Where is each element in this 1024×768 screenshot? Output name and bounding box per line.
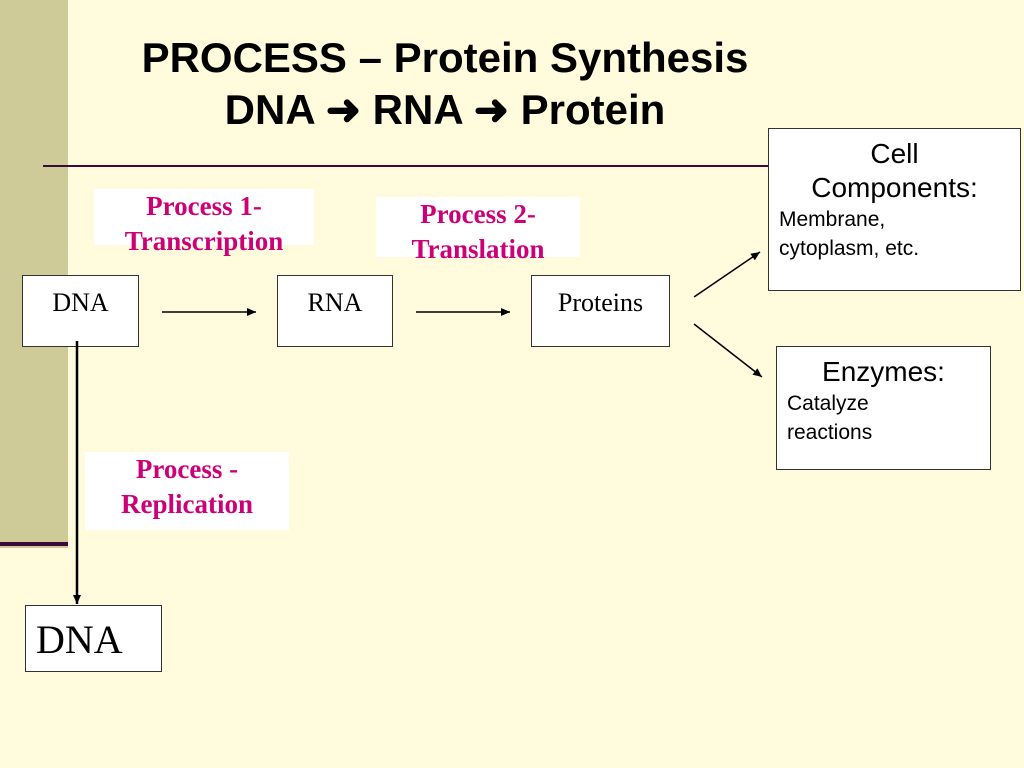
title-dna: DNA	[224, 86, 315, 133]
dna-copy-node: DNA	[25, 605, 162, 672]
arrow-proteins-to-cell-components	[693, 251, 761, 298]
cell-components-detail-2: cytoplasm, etc.	[779, 237, 920, 260]
enzymes-heading: Enzymes:	[822, 356, 945, 387]
side-accent-bar	[0, 0, 68, 548]
enzymes-detail-2: reactions	[787, 421, 873, 444]
title-line-1: PROCESS – Protein Synthesis	[141, 34, 749, 81]
process-transcription-line1: Process 1-	[146, 191, 262, 221]
process-replication-line2: Replication	[121, 489, 253, 519]
dna-node: DNA	[22, 275, 139, 347]
right-arrow-icon: ➜	[325, 86, 361, 133]
cell-components-detail-1: Membrane,	[779, 208, 886, 231]
title-line-2: DNA ➜ RNA ➜ Protein	[60, 84, 830, 136]
right-arrow-icon: ➜	[473, 86, 509, 133]
process-replication-line1: Process -	[135, 454, 239, 484]
cell-components-box: Cell Components: Membrane, cytoplasm, et…	[768, 128, 1021, 291]
side-accent-underline	[0, 542, 68, 546]
cell-components-heading-1: Cell	[870, 138, 919, 169]
proteins-node: Proteins	[531, 275, 670, 347]
title-rna: RNA	[372, 86, 463, 133]
cell-components-heading-2: Components:	[811, 172, 978, 203]
arrow-proteins-to-enzymes	[693, 323, 763, 378]
process-translation-line2: Translation	[411, 234, 545, 264]
process-translation-label: Process 2- Translation	[376, 197, 580, 264]
rna-node: RNA	[277, 275, 393, 347]
title-divider	[43, 165, 773, 167]
process-replication-label: Process - Replication	[85, 452, 289, 530]
enzymes-box: Enzymes: Catalyze reactions	[776, 346, 991, 470]
process-translation-line1: Process 2-	[420, 199, 536, 229]
slide-title: PROCESS – Protein Synthesis DNA ➜ RNA ➜ …	[60, 32, 830, 136]
process-transcription-label: Process 1- Transcription	[94, 189, 314, 256]
title-protein: Protein	[520, 86, 666, 133]
process-transcription-line2: Transcription	[124, 226, 284, 256]
enzymes-detail-1: Catalyze	[787, 392, 869, 415]
